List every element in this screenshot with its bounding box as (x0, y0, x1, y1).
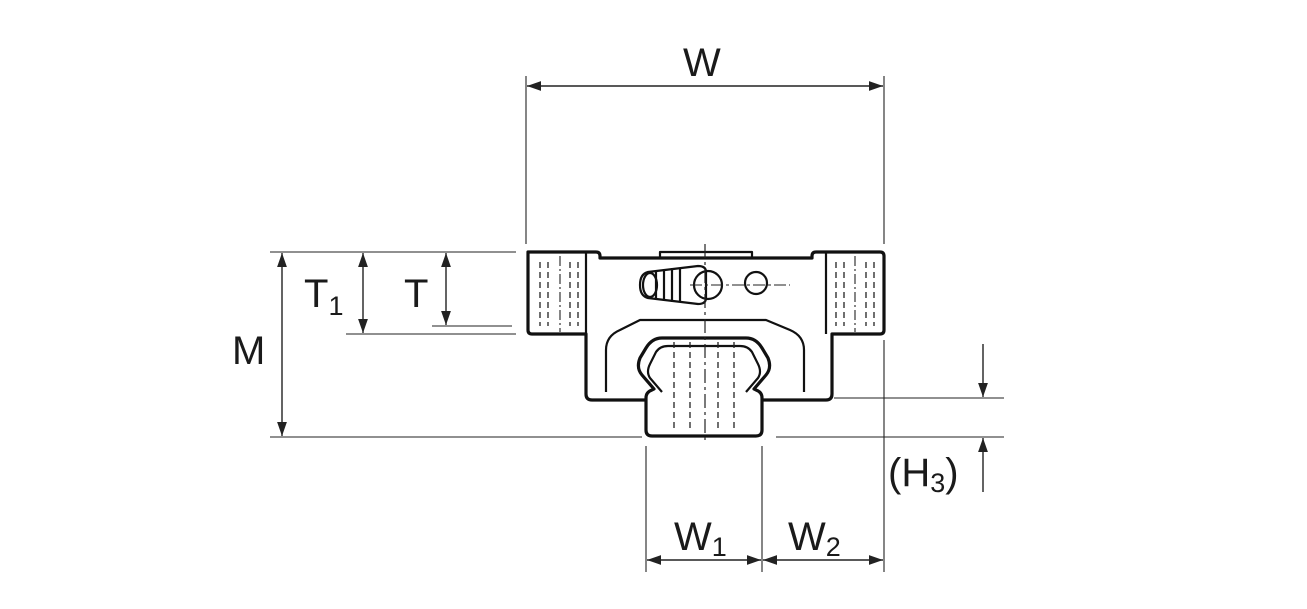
rail (636, 336, 772, 438)
block-channel (604, 318, 806, 392)
dimension-h3 (834, 344, 1004, 492)
top-seal-strip (658, 250, 754, 260)
label-m: M (232, 329, 265, 373)
label-w: W (683, 41, 721, 85)
rail-profile (636, 336, 772, 438)
dimension-w1-w2 (645, 340, 885, 572)
grease-nipple (638, 264, 790, 306)
right-flange-holes (835, 256, 875, 332)
block-body (526, 250, 886, 402)
label-t1: T1 (304, 272, 343, 321)
carriage-block (526, 250, 886, 402)
dimension-m (270, 251, 1004, 438)
dimension-w (525, 76, 885, 244)
label-w2: W2 (788, 515, 841, 562)
dimension-t1 (346, 253, 516, 335)
dimension-t (432, 253, 512, 327)
label-h3: (H3) (888, 451, 959, 498)
left-flange-holes (539, 256, 579, 332)
label-t: T (404, 272, 428, 316)
label-w1: W1 (674, 515, 727, 562)
